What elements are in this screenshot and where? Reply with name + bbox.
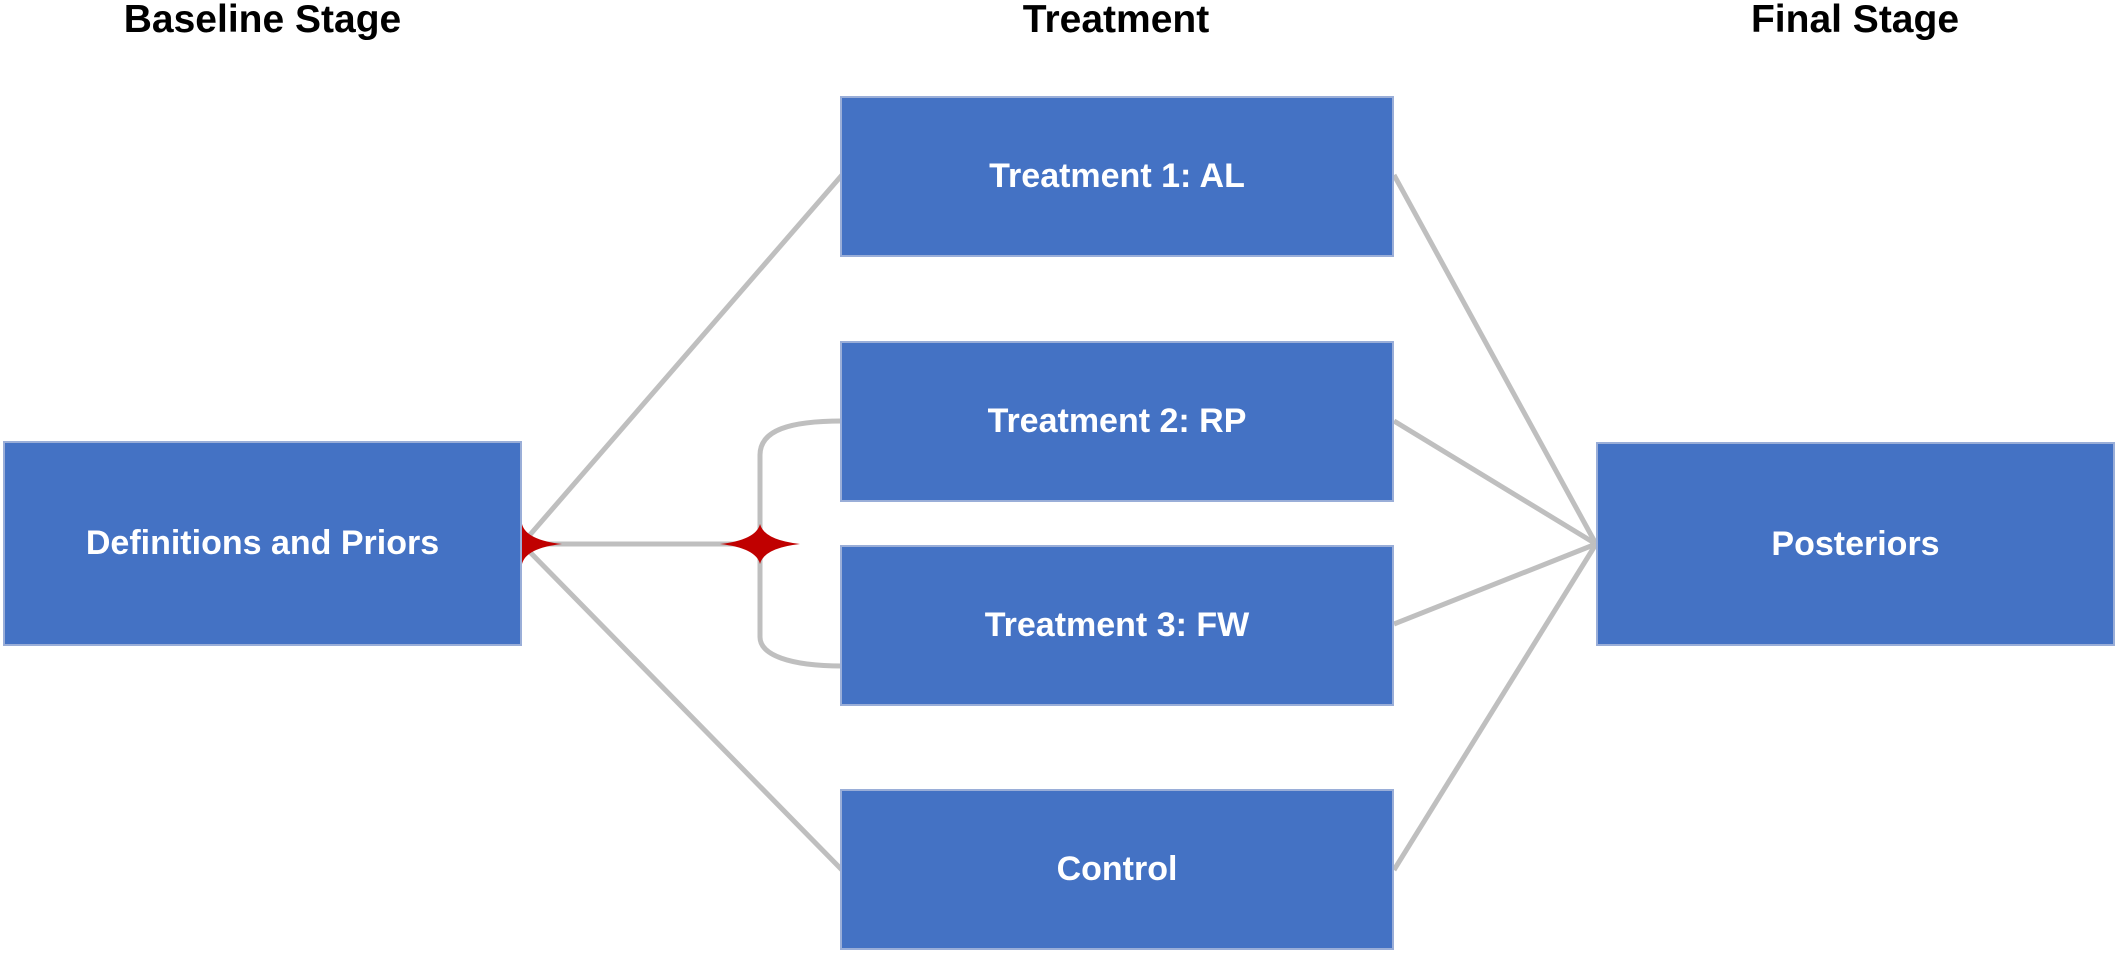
- node-treatment-2: Treatment 2: RP: [840, 341, 1394, 502]
- stage-title-treatment: Treatment: [1022, 0, 1210, 41]
- node-control: Control: [840, 789, 1394, 950]
- node-label: Treatment 1: AL: [989, 157, 1245, 195]
- edge-definitions-treatment1: [520, 173, 844, 546]
- node-treatment-3: Treatment 3: FW: [840, 545, 1394, 706]
- node-label: Definitions and Priors: [85, 524, 440, 562]
- node-treatment-1: Treatment 1: AL: [840, 96, 1394, 257]
- stage-title-baseline: Baseline Stage: [123, 0, 402, 41]
- stage-title-final: Final Stage: [1750, 0, 1960, 41]
- branch-marker-star: [482, 524, 562, 564]
- node-label: Posteriors: [1771, 524, 1940, 563]
- edge-treatment2-posteriors: [1392, 418, 1598, 547]
- node-definitions-and-priors: Definitions and Priors: [3, 441, 522, 646]
- node-label: Treatment 3: FW: [984, 606, 1250, 644]
- edge-control-posteriors: [1391, 542, 1599, 872]
- node-posteriors: Posteriors: [1596, 442, 2115, 646]
- branch-marker-star: [720, 524, 800, 564]
- edge-treatment3-posteriors: [1393, 541, 1597, 627]
- node-label: Treatment 2: RP: [987, 402, 1247, 440]
- node-label: Control: [1056, 850, 1178, 888]
- edge-definitions-control: [520, 542, 844, 872]
- edge-treatment1-posteriors: [1391, 173, 1599, 546]
